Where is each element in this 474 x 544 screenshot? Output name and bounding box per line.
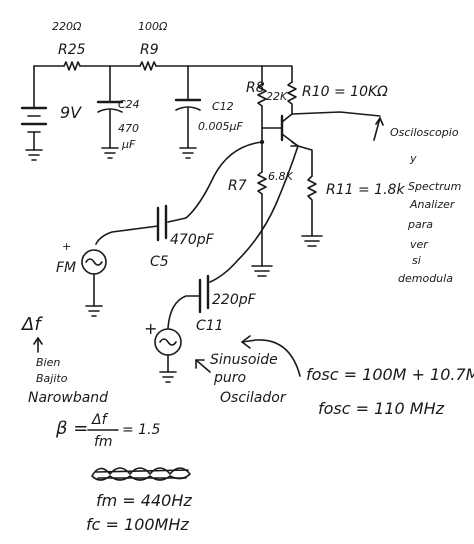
r25-resistor xyxy=(63,61,81,71)
c5-wire xyxy=(95,141,263,245)
scope-line-4: Analizer xyxy=(409,198,456,211)
c12-ref: C12 xyxy=(212,100,234,113)
fm-source xyxy=(81,249,107,317)
narrowband-line-1: Bien xyxy=(36,356,60,369)
r11-label: R11 = 1.8k xyxy=(326,182,405,198)
base-wire xyxy=(259,127,265,173)
osc-plus: + xyxy=(144,319,157,338)
narrowband-line-2: Bajito xyxy=(36,372,68,385)
r9-value: 100Ω xyxy=(138,20,168,33)
scope-line-2: y xyxy=(409,152,417,165)
r7-ref: R7 xyxy=(228,178,247,194)
c24-value-1: 470 xyxy=(118,122,139,135)
top-rail xyxy=(33,65,293,85)
r11-resistor xyxy=(301,175,323,247)
battery-9v xyxy=(20,65,48,161)
r10-resistor xyxy=(287,81,297,115)
beta-rhs: = 1.5 xyxy=(122,422,161,438)
emitter-wire xyxy=(297,145,313,177)
c24-value-2: μF xyxy=(121,138,136,151)
scope-line-8: demodula xyxy=(398,272,453,285)
r25-ref: R25 xyxy=(58,42,86,58)
oscillator-source xyxy=(154,328,182,383)
r25-value: 220Ω xyxy=(52,20,82,33)
c5-value: 470pF xyxy=(170,232,215,248)
deltaf-arrow xyxy=(33,337,43,353)
fm-plus: + xyxy=(62,240,71,253)
supply-label: 9V xyxy=(60,103,82,122)
fc-value: fc = 100MHz xyxy=(86,515,189,534)
fosc-arrow xyxy=(241,335,301,377)
scope-line-7: si xyxy=(412,254,421,267)
transistor xyxy=(261,111,381,147)
c12-value: 0.005μF xyxy=(198,120,243,133)
r8-value: 22K xyxy=(266,90,288,103)
fm-label: FM xyxy=(56,260,76,276)
r8-ref: R8 xyxy=(246,80,265,96)
r9-resistor xyxy=(139,61,157,71)
r7-value: 6.8K xyxy=(268,170,293,183)
c12-capacitor xyxy=(174,65,202,159)
r8-resistor xyxy=(257,83,267,129)
c11-ref: C11 xyxy=(196,318,224,334)
fosc-line-1: fosc = 100M + 10.7M xyxy=(306,365,474,384)
r9-ref: R9 xyxy=(140,42,159,58)
c11-value: 220pF xyxy=(212,292,257,308)
scope-line-3: Spectrum xyxy=(408,180,461,193)
fosc-line-2: fosc = 110 MHz xyxy=(318,399,445,418)
beta-formula: β = Δf fm = 1.5 xyxy=(55,412,161,450)
scope-note: Osciloscopio y Spectrum Analizer para ve… xyxy=(390,126,461,285)
r7-resistor xyxy=(251,171,273,277)
sinusoid-line-1: Sinusoide xyxy=(210,352,278,368)
c24-ref: C24 xyxy=(118,98,140,111)
beta-num: Δf xyxy=(91,412,109,428)
narrowband-line-3: Narowband xyxy=(28,390,108,406)
beta-den: fm xyxy=(94,434,113,450)
sinusoid-line-3: Oscilador xyxy=(220,390,287,406)
scope-line-5: para xyxy=(407,218,433,231)
beta-lhs: β = xyxy=(55,418,88,439)
sinusoid-line-2: puro xyxy=(213,370,246,386)
scribble-mark xyxy=(91,467,191,481)
fm-value: fm = 440Hz xyxy=(96,491,192,510)
c24-capacitor xyxy=(96,65,124,159)
scope-line-1: Osciloscopio xyxy=(390,126,459,139)
sinusoid-arrow xyxy=(195,359,211,373)
c5-ref: C5 xyxy=(150,254,169,270)
c11-wire xyxy=(167,145,299,329)
r10-label: R10 = 10KΩ xyxy=(302,84,388,100)
scope-arrow xyxy=(373,117,384,141)
delta-f-label: Δf xyxy=(20,314,43,335)
scope-line-6: ver xyxy=(410,238,429,251)
